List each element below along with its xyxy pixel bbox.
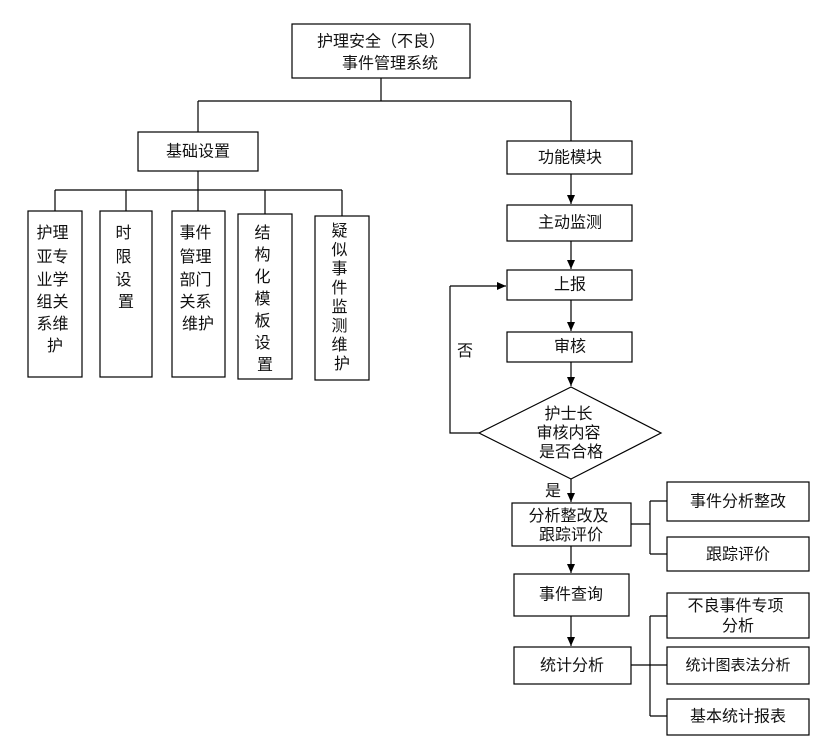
stats-out-1: 统计图表法分析 bbox=[666, 646, 810, 685]
basic-item-3-text: 结 构 化 模 板 设 置 bbox=[254, 223, 275, 374]
stats-out-2: 基本统计报表 bbox=[666, 698, 810, 736]
stats-out-0-text: 不良事件专项 分析 bbox=[687, 596, 788, 635]
stats-node: 统计分析 bbox=[513, 646, 632, 685]
stats-bracket bbox=[631, 615, 667, 717]
basic-item-4-text: 疑 似 事 件 监 测 维 护 bbox=[331, 221, 352, 373]
stats-label: 统计分析 bbox=[540, 656, 604, 675]
review-label: 审核 bbox=[554, 337, 586, 356]
function-modules-title: 功能模块 bbox=[538, 148, 602, 167]
stats-out-2-label: 基本统计报表 bbox=[690, 707, 786, 726]
basic-settings-title: 基础设置 bbox=[166, 142, 230, 161]
basic-item-0: 护理 亚专 业学 组关 系维 护 bbox=[27, 210, 83, 378]
monitor-node: 主动监测 bbox=[506, 204, 633, 242]
basic-item-2: 事件 管理 部门 关系 维护 bbox=[171, 210, 226, 378]
basic-settings-node: 基础设置 bbox=[137, 131, 259, 172]
basic-item-0-text: 护理 亚专 业学 组关 系维 护 bbox=[36, 223, 73, 355]
stats-out-0: 不良事件专项 分析 bbox=[666, 592, 810, 639]
monitor-label: 主动监测 bbox=[538, 213, 602, 232]
root-title-line2: 事件管理系统 bbox=[342, 54, 438, 73]
root-node: 护理安全（不良） 事件管理系统 bbox=[291, 23, 471, 79]
basic-connectors bbox=[54, 171, 343, 216]
decision-text: 护士长 审核内容 是否合格 bbox=[536, 404, 605, 461]
no-label: 否 bbox=[457, 341, 473, 360]
analyze-out-0: 事件分析整改 bbox=[666, 481, 810, 522]
basic-item-2-text: 事件 管理 部门 关系 维护 bbox=[179, 223, 216, 333]
stats-out-1-label: 统计图表法分析 bbox=[685, 656, 790, 674]
basic-item-1: 时 限 设 置 bbox=[99, 210, 153, 378]
root-title-line1: 护理安全（不良） bbox=[317, 32, 445, 51]
basic-item-1-text: 时 限 设 置 bbox=[115, 223, 136, 311]
query-label: 事件查询 bbox=[539, 585, 603, 604]
report-label: 上报 bbox=[554, 275, 586, 294]
analyze-out-1-label: 跟踪评价 bbox=[706, 545, 770, 564]
basic-item-3: 结 构 化 模 板 设 置 bbox=[237, 213, 293, 380]
analyze-out-0-label: 事件分析整改 bbox=[690, 492, 786, 511]
function-modules-node: 功能模块 bbox=[506, 140, 633, 175]
decision-node: 护士长 审核内容 是否合格 bbox=[477, 386, 663, 480]
report-node: 上报 bbox=[506, 269, 633, 301]
review-node: 审核 bbox=[506, 331, 633, 363]
basic-item-4: 疑 似 事 件 监 测 维 护 bbox=[314, 215, 370, 381]
analyze-node: 分析整改及 跟踪评价 bbox=[511, 502, 632, 547]
analyze-out-1: 跟踪评价 bbox=[666, 536, 810, 572]
query-node: 事件查询 bbox=[513, 573, 630, 617]
yes-label: 是 bbox=[545, 481, 561, 500]
analyze-text: 分析整改及 跟踪评价 bbox=[528, 506, 613, 544]
analyze-bracket bbox=[631, 500, 667, 555]
no-loop: 否 bbox=[449, 282, 506, 434]
root-connectors bbox=[197, 78, 572, 141]
